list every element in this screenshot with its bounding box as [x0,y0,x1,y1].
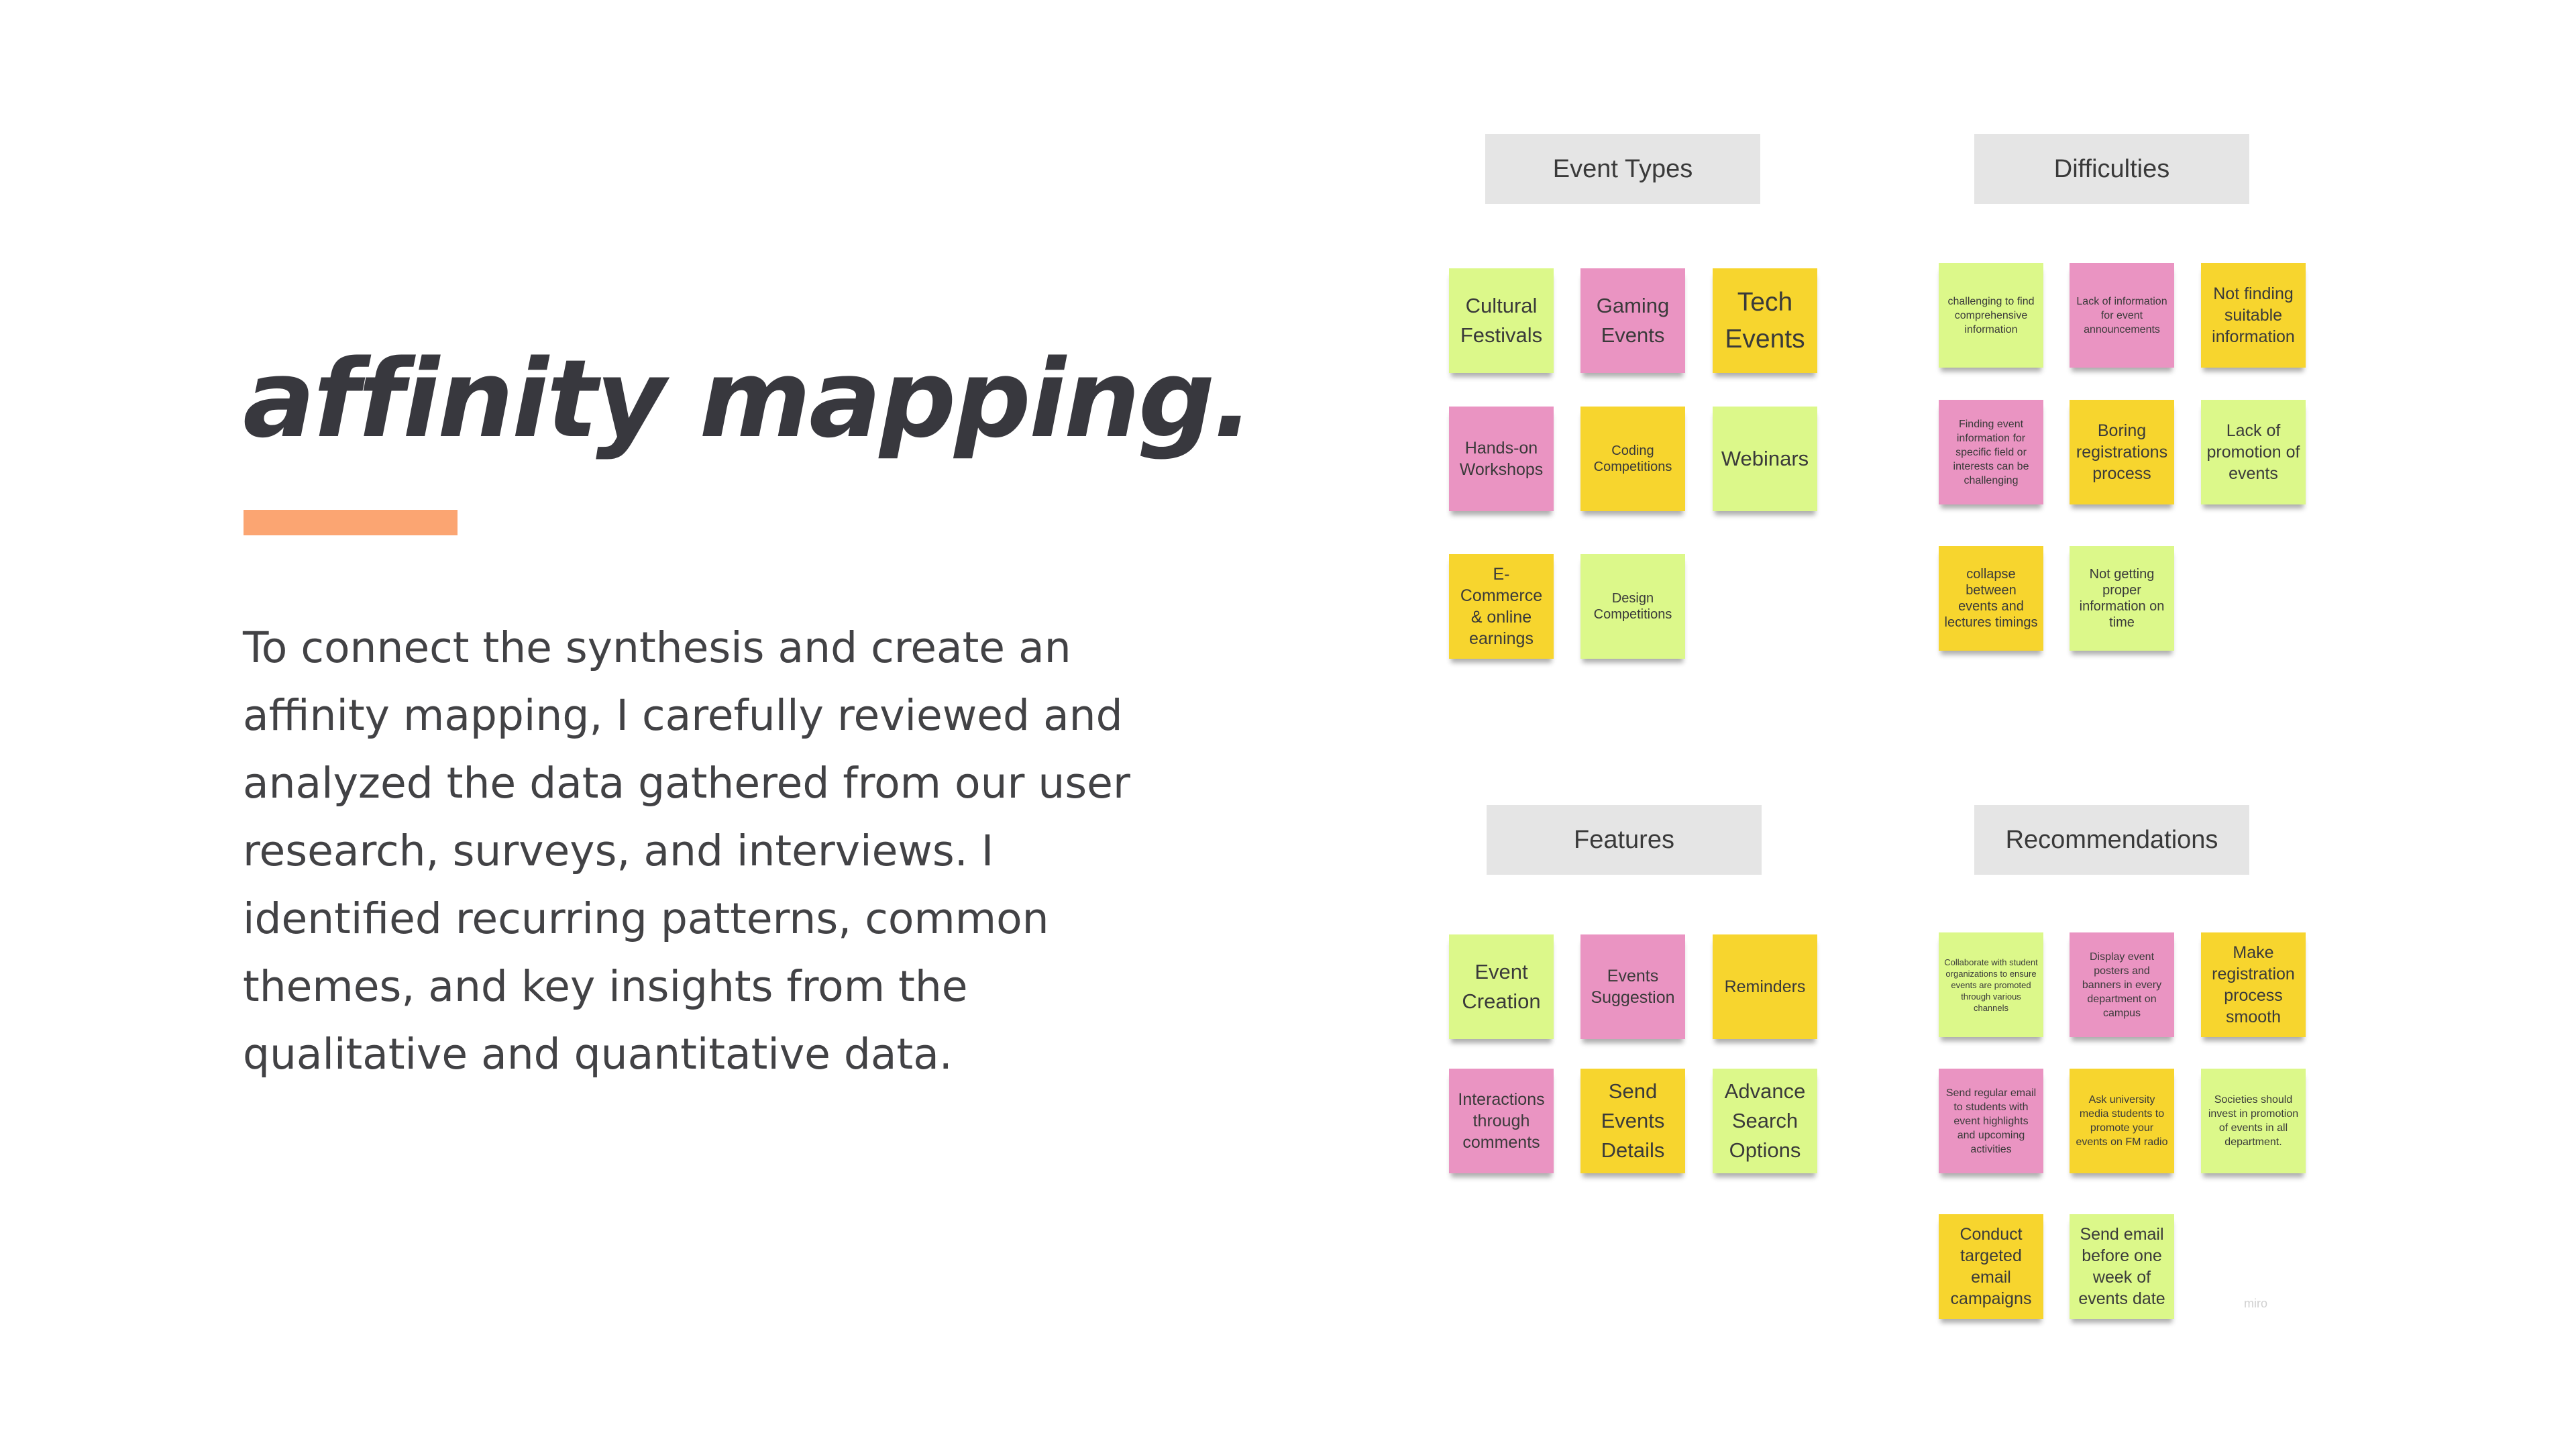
sticky-note: Societies should invest in promotion of … [2201,1069,2306,1173]
description-line: qualitative and quantitative data. [243,1030,953,1079]
sticky-note: Ask university media students to promote… [2070,1069,2174,1173]
sticky-note: Send email before one week of events dat… [2070,1214,2174,1319]
sticky-note: Make registration process smooth [2201,932,2306,1037]
sticky-note: Interactions through comments [1449,1069,1554,1173]
sticky-note: Coding Competitions [1580,407,1685,511]
description-line: affinity mapping, I carefully reviewed a… [243,691,1123,740]
sticky-note: Collaborate with student organizations t… [1939,932,2043,1037]
miro-watermark: miro [2244,1297,2267,1310]
sticky-note: Tech Events [1713,268,1817,373]
sticky-note: Lack of promotion of events [2201,400,2306,504]
group-header-features: Features [1487,805,1762,875]
description-line: To connect the synthesis and create an [243,623,1071,672]
description-line: themes, and key insights from the [243,962,968,1011]
sticky-note: Lack of information for event announceme… [2070,263,2174,368]
sticky-note: Finding event information for specific f… [1939,400,2043,504]
sticky-note: challenging to find comprehensive inform… [1939,263,2043,368]
page-title: affinity mapping. [243,336,1254,462]
sticky-note: Boring registrations process [2070,400,2174,504]
sticky-note: Send Events Details [1580,1069,1685,1173]
sticky-note: E-Commerce & online earnings [1449,554,1554,659]
description-line: research, surveys, and interviews. I [243,826,994,875]
sticky-note: Cultural Festivals [1449,268,1554,373]
sticky-note: Conduct targeted email campaigns [1939,1214,2043,1319]
group-header-recommendations: Recommendations [1974,805,2249,875]
group-header-difficulties: Difficulties [1974,134,2249,204]
sticky-note: Send regular email to students with even… [1939,1069,2043,1173]
sticky-note: Events Suggestion [1580,934,1685,1039]
description-line: identified recurring patterns, common [243,894,1049,943]
sticky-note: collapse between events and lectures tim… [1939,546,2043,651]
sticky-note: Advance Search Options [1713,1069,1817,1173]
sticky-note: Display event posters and banners in eve… [2070,932,2174,1037]
sticky-note: Design Competitions [1580,554,1685,659]
sticky-note: Not getting proper information on time [2070,546,2174,651]
title-accent-bar [244,510,458,535]
sticky-note: Reminders [1713,934,1817,1039]
sticky-note: Webinars [1713,407,1817,511]
group-header-event-types: Event Types [1485,134,1760,204]
sticky-note: Not finding suitable information [2201,263,2306,368]
sticky-note: Gaming Events [1580,268,1685,373]
sticky-note: Hands-on Workshops [1449,407,1554,511]
description-line: analyzed the data gathered from our user [243,759,1130,808]
description-text: To connect the synthesis and create an a… [243,614,1182,1088]
sticky-note: Event Creation [1449,934,1554,1039]
